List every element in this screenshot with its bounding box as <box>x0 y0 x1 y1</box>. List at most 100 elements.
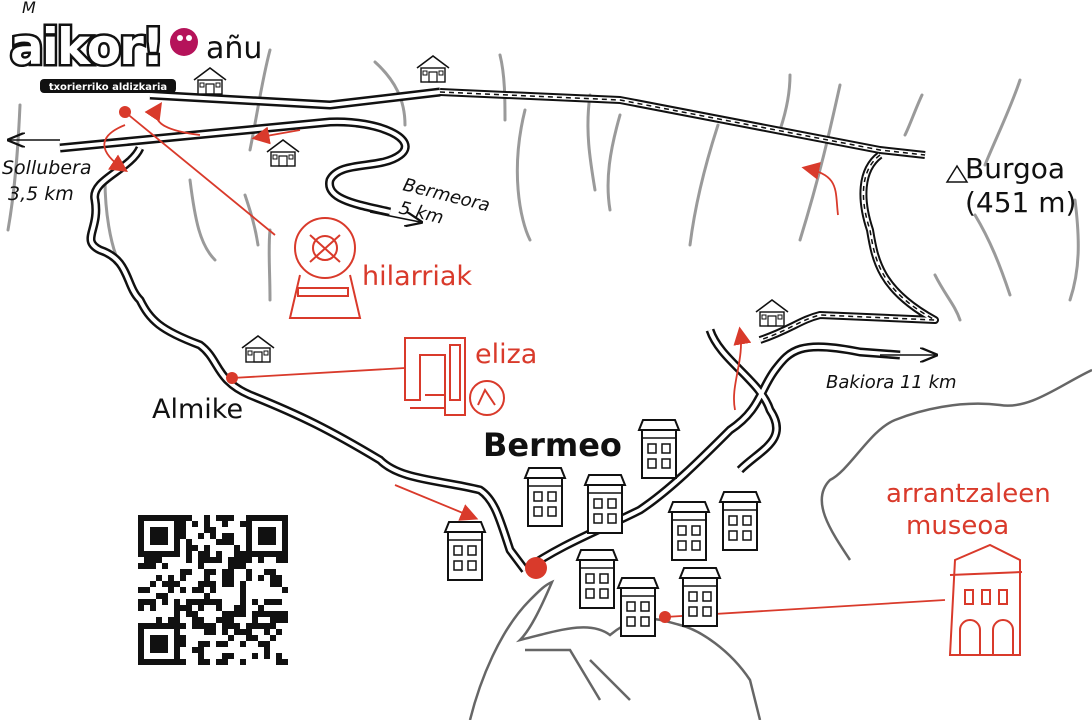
qr-module <box>270 611 276 617</box>
qr-module <box>222 521 228 527</box>
qr-module <box>186 569 192 575</box>
qr-module <box>258 605 264 611</box>
qr-module <box>192 647 198 653</box>
coastline <box>468 368 1092 720</box>
qr-module <box>276 611 282 617</box>
qr-module <box>222 641 228 647</box>
qr-module <box>198 647 204 653</box>
qr-module <box>138 551 144 557</box>
qr-module <box>270 569 276 575</box>
qr-module <box>246 635 252 641</box>
qr-module <box>282 545 288 551</box>
qr-module <box>174 611 180 617</box>
qr-module <box>240 659 246 665</box>
qr-module <box>150 563 156 569</box>
qr-module <box>216 605 222 611</box>
qr-module <box>270 581 276 587</box>
qr-module <box>198 599 204 605</box>
qr-module <box>282 515 288 521</box>
qr-module <box>162 641 168 647</box>
qr-module <box>162 635 168 641</box>
qr-module <box>186 599 192 605</box>
qr-module <box>174 521 180 527</box>
place-label-bermeo: Bermeo <box>483 426 622 464</box>
qr-module <box>222 659 228 665</box>
qr-module <box>150 659 156 665</box>
qr-module <box>234 611 240 617</box>
qr-module <box>270 527 276 533</box>
qr-module <box>186 545 192 551</box>
qr-module <box>240 605 246 611</box>
qr-module <box>156 539 162 545</box>
qr-module <box>264 539 270 545</box>
qr-module <box>210 629 216 635</box>
qr-module <box>228 515 234 521</box>
qr-module <box>216 557 222 563</box>
qr-module <box>162 533 168 539</box>
qr-module <box>252 635 258 641</box>
qr-module <box>228 653 234 659</box>
qr-module <box>186 557 192 563</box>
qr-module <box>210 557 216 563</box>
qr-module <box>144 623 150 629</box>
qr-module <box>168 659 174 665</box>
qr-module <box>270 551 276 557</box>
qr-module <box>264 533 270 539</box>
qr-module <box>276 581 282 587</box>
qr-module <box>198 617 204 623</box>
qr-module <box>180 623 186 629</box>
qr-module <box>150 539 156 545</box>
qr-module <box>198 557 204 563</box>
qr-module <box>240 551 246 557</box>
qr-module <box>156 533 162 539</box>
qr-module <box>264 611 270 617</box>
qr-module <box>186 551 192 557</box>
summit-triangle-icon <box>945 164 969 183</box>
qr-module <box>180 659 186 665</box>
burgoa-height: (451 m) <box>965 186 1076 219</box>
qr-module <box>276 617 282 623</box>
qr-module <box>162 527 168 533</box>
qr-module <box>186 515 192 521</box>
qr-module <box>276 653 282 659</box>
qr-module <box>156 515 162 521</box>
qr-module <box>138 539 144 545</box>
qr-module <box>222 533 228 539</box>
qr-module <box>138 563 144 569</box>
qr-module <box>192 545 198 551</box>
qr-module <box>156 557 162 563</box>
qr-module <box>264 551 270 557</box>
qr-module <box>240 521 246 527</box>
qr-module <box>258 533 264 539</box>
qr-module <box>246 569 252 575</box>
place-label-burgoa: Burgoa <box>965 152 1065 185</box>
qr-module <box>282 533 288 539</box>
qr-module <box>222 617 228 623</box>
place-label-manu-prefix: M <box>22 0 36 17</box>
qr-module <box>156 647 162 653</box>
qr-module <box>228 569 234 575</box>
logo: M aikor! txorierriko aldizkaria añu <box>8 0 262 93</box>
qr-module <box>246 575 252 581</box>
qr-module <box>228 575 234 581</box>
qr-module <box>222 539 228 545</box>
qr-module <box>246 623 252 629</box>
qr-module <box>210 599 216 605</box>
qr-module <box>270 575 276 581</box>
landmark-label-hilarriak: hilarriak <box>362 261 472 292</box>
qr-module <box>162 515 168 521</box>
qr-module <box>228 635 234 641</box>
qr-module <box>258 641 264 647</box>
qr-module <box>204 557 210 563</box>
place-label-manu: añu <box>206 31 262 66</box>
qr-module <box>162 581 168 587</box>
qr-module <box>276 515 282 521</box>
qr-module <box>234 623 240 629</box>
qr-module <box>228 563 234 569</box>
qr-module <box>150 533 156 539</box>
qr-module <box>240 593 246 599</box>
qr-module <box>168 623 174 629</box>
qr-module <box>150 515 156 521</box>
qr-module <box>186 611 192 617</box>
qr-module <box>162 539 168 545</box>
